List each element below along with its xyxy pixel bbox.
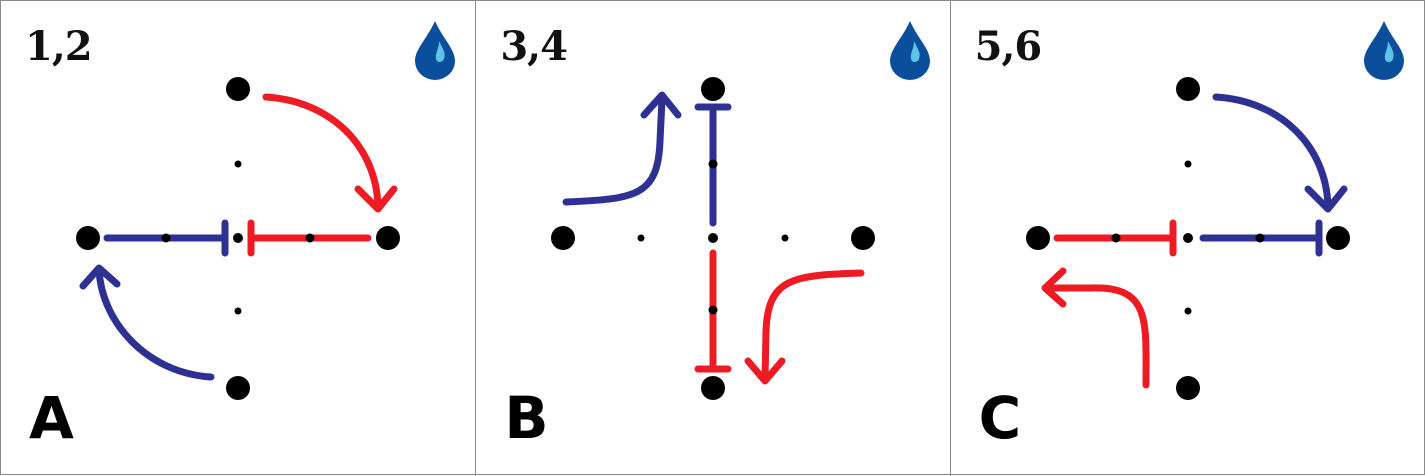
- panel-letter: A: [29, 384, 74, 452]
- grid-dot: [708, 159, 718, 169]
- blue-inhibition: [694, 103, 732, 227]
- grid-dot: [305, 233, 315, 243]
- grid-dot: [234, 160, 242, 168]
- grid-dot: [781, 234, 789, 242]
- blue-curved-arrow: [79, 264, 215, 381]
- panel-b-diagram: [551, 77, 876, 400]
- blue-curved-arrow: [1212, 93, 1348, 213]
- water-drop-icon: [1363, 21, 1404, 80]
- grid-dot: [1111, 233, 1121, 243]
- red-curved-arrow: [744, 269, 865, 385]
- panel-a: 1,2 A: [1, 1, 475, 476]
- node-left: [1025, 226, 1050, 250]
- grid-dot: [161, 233, 171, 243]
- panel-letter: C: [978, 384, 1022, 452]
- node-bottom: [226, 376, 250, 400]
- grid-dot: [234, 307, 242, 315]
- node-right: [851, 226, 876, 250]
- red-inhibition: [1053, 219, 1177, 257]
- node-center: [233, 233, 243, 243]
- grid-dot: [708, 305, 718, 315]
- node-left: [551, 226, 576, 250]
- node-center: [708, 233, 719, 243]
- node-dots: [551, 77, 876, 400]
- panel-number: 5,6: [974, 23, 1043, 70]
- blue-inhibition: [1199, 219, 1323, 257]
- node-center: [1182, 233, 1193, 243]
- water-drop-icon: [889, 21, 930, 80]
- node-right: [1325, 226, 1350, 250]
- node-dots: [76, 77, 400, 400]
- panel-a-diagram: [76, 77, 400, 400]
- grid-dot: [637, 234, 645, 242]
- node-bottom: [1175, 376, 1200, 400]
- panel-number: 3,4: [500, 23, 568, 70]
- water-drop-icon: [415, 21, 456, 80]
- panel-b: 3,4 B: [475, 1, 949, 476]
- panel-c: 5,6 C: [949, 1, 1424, 476]
- red-curved-arrow: [262, 93, 398, 213]
- node-bottom: [701, 376, 726, 400]
- panel-letter: B: [504, 384, 549, 452]
- panel-number: 1,2: [25, 23, 93, 70]
- red-inhibition: [694, 249, 732, 373]
- node-left: [76, 226, 100, 250]
- node-right: [376, 226, 400, 250]
- grid-dot: [1184, 307, 1192, 315]
- blue-curved-arrow: [562, 91, 682, 206]
- grid-dot: [1184, 160, 1192, 168]
- node-top: [701, 77, 726, 101]
- node-dots: [1025, 77, 1350, 400]
- red-curved-arrow: [1041, 267, 1150, 389]
- node-top: [1175, 77, 1200, 101]
- panel-c-diagram: [1025, 77, 1350, 400]
- node-top: [226, 77, 250, 101]
- grid-dot: [1255, 233, 1265, 243]
- blue-inhibition: [103, 219, 229, 257]
- red-inhibition: [247, 219, 372, 257]
